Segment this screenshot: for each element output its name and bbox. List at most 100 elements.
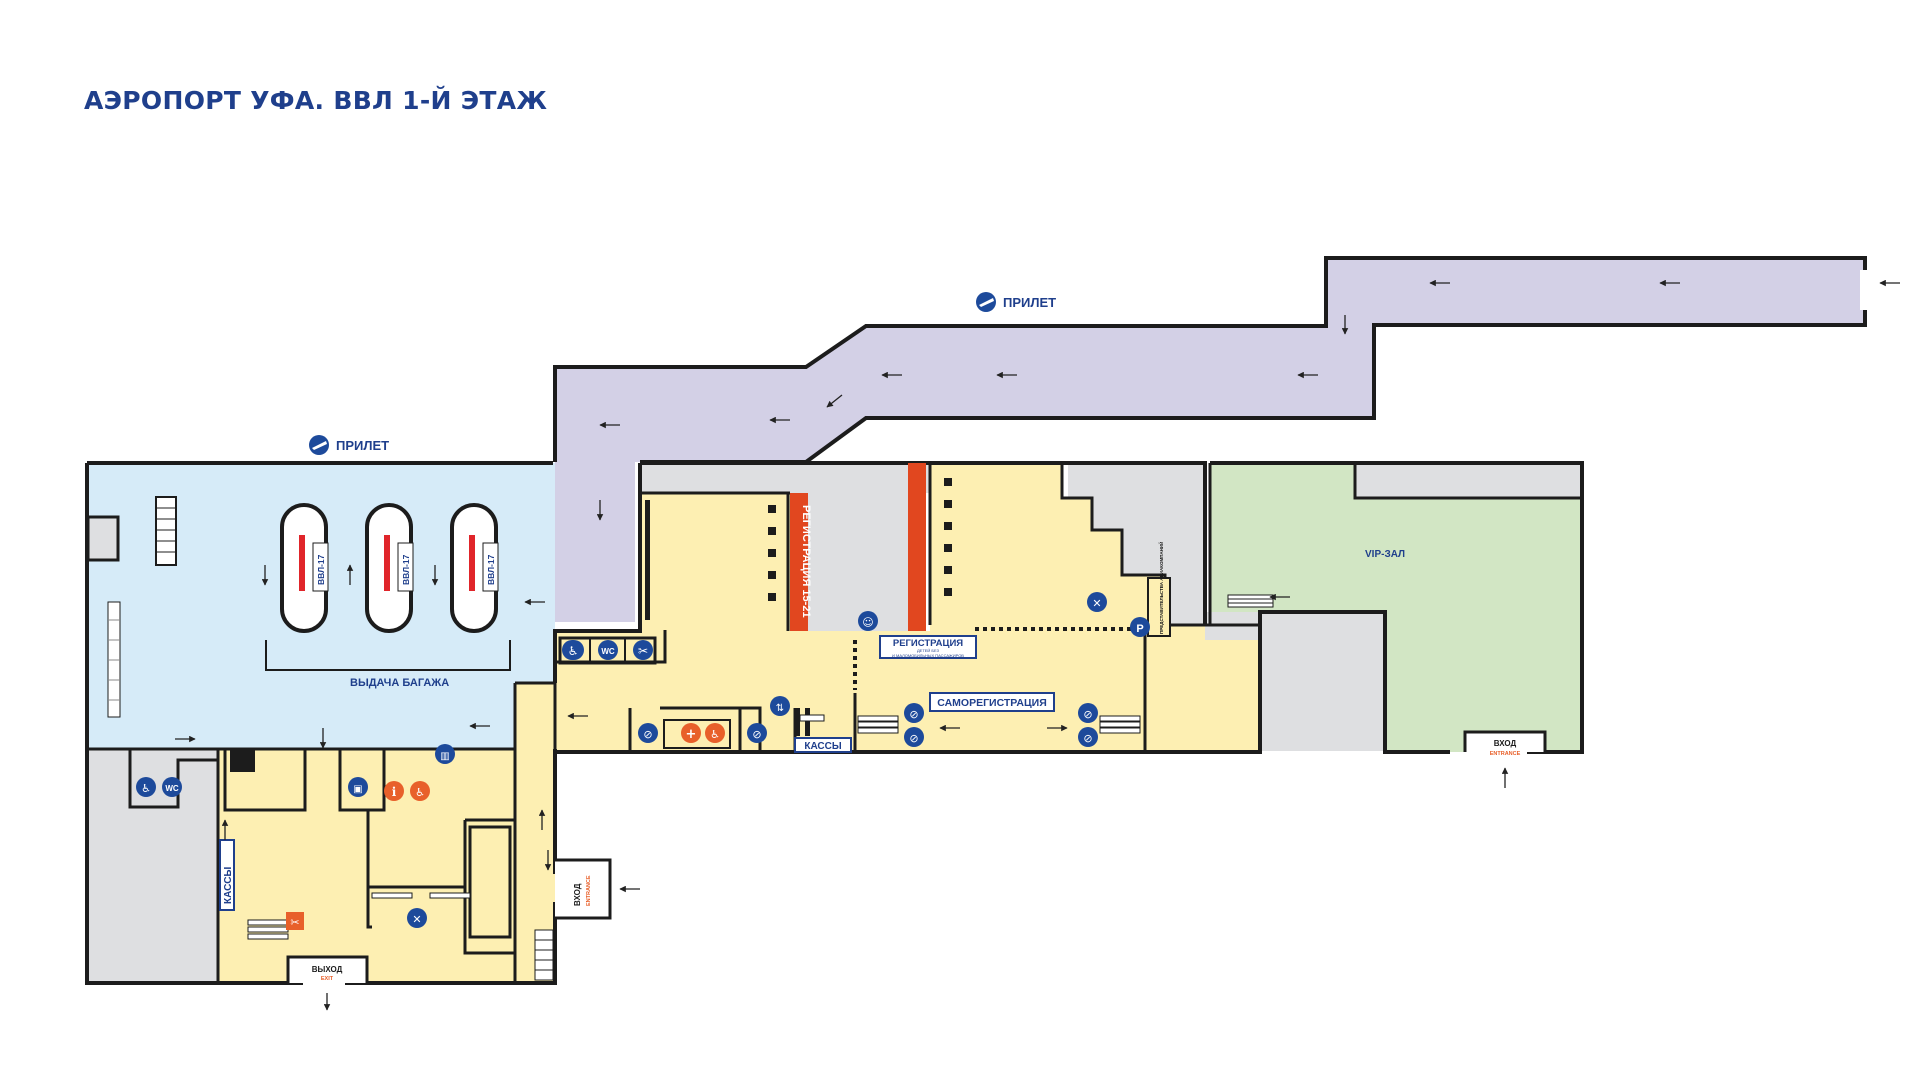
vip-stairs — [1227, 594, 1274, 608]
vip-lounge-area — [1210, 463, 1580, 752]
no-smoking-icon: ⊘ — [904, 727, 924, 747]
service-counters — [558, 636, 657, 665]
exit-en: EXIT — [321, 976, 334, 982]
wheelchair-icon: ♿ — [410, 781, 430, 801]
restaurant-icon: ✕ — [407, 908, 427, 928]
svg-text:☺: ☺ — [862, 616, 873, 629]
tickets-center-label: КАССЫ — [804, 741, 842, 752]
arrival-top-label: ПРИЛЕТ — [976, 292, 1056, 312]
self-checkin-label: САМОРЕГИСТРАЦИЯ — [937, 697, 1047, 709]
checkin-stripe-2 — [908, 463, 926, 631]
svg-text:⊘: ⊘ — [752, 728, 761, 741]
entrance-left[interactable]: ВХОД ENTRANCE — [555, 858, 612, 920]
svg-text:▣: ▣ — [353, 784, 362, 795]
exit-ru: ВЫХОД — [312, 965, 343, 974]
airline-office — [1147, 577, 1171, 637]
checkin-hall-b — [930, 463, 1205, 640]
svg-text:⊘: ⊘ — [1083, 708, 1092, 721]
no-smoking-icon: ⊘ — [904, 703, 924, 723]
stairs-steps — [156, 507, 176, 553]
exit-bottom[interactable]: ВЫХОД EXIT — [286, 955, 369, 983]
svg-text:i: i — [392, 785, 397, 799]
stairs-left — [155, 496, 177, 566]
entrance-right-en: ENTRANCE — [1490, 751, 1521, 757]
arrivals-corridor — [555, 258, 1865, 622]
ticket-desks — [795, 708, 810, 736]
tickets-left-box[interactable] — [219, 839, 235, 911]
svg-text:⊘: ⊘ — [909, 732, 918, 745]
svg-text:♿: ♿ — [415, 786, 425, 799]
registration-box[interactable] — [879, 635, 977, 659]
carousel-label-3: ВВЛ-17 — [486, 554, 496, 585]
checkin-desks — [645, 478, 952, 620]
dark-block — [230, 750, 255, 772]
entrance-right-ru: ВХОД — [1494, 739, 1517, 748]
svg-text:ПРИЛЕТ: ПРИЛЕТ — [336, 438, 389, 453]
svg-text:♿: ♿ — [141, 782, 151, 795]
svg-text:+: + — [686, 727, 697, 742]
corridor-end-door — [1860, 270, 1870, 310]
baby-care-icon: ☺ — [858, 611, 878, 631]
baggage-claim-bracket — [265, 640, 511, 671]
no-smoking-icon: ⊘ — [1078, 727, 1098, 747]
hair-salon-icon: ✂ — [633, 640, 653, 660]
tickets-left-label: КАССЫ — [223, 866, 234, 904]
checkin-hall-a — [640, 493, 790, 631]
inner-walls — [87, 463, 1580, 983]
airline-office-label: ПРЕДСТАВИТЕЛЬСТВА АВИАКОМПАНИЙ — [1157, 542, 1164, 634]
no-smoking-icon: ⊘ — [638, 723, 658, 743]
atm-icon: ▣ — [348, 777, 368, 797]
no-smoking-icon: ⊘ — [1078, 703, 1098, 723]
luggage-storage-icon: ▥ — [435, 744, 455, 764]
service-room-vip-top — [1355, 463, 1580, 498]
svg-text:P: P — [1136, 623, 1143, 635]
svg-text:✂: ✂ — [638, 644, 648, 658]
page-title: АЭРОПОРТ УФА. ВВЛ 1-Й ЭТАЖ — [84, 86, 548, 115]
svg-text:WC: WC — [601, 647, 615, 656]
arrival-left-label: ПРИЛЕТ — [309, 435, 389, 455]
stairs-exit — [534, 929, 554, 981]
registration-sub2: И МАЛОМОБИЛЬНЫХ ПАССАЖИРОВ — [892, 653, 964, 658]
service-room-checkin — [790, 493, 910, 631]
svg-text:♿: ♿ — [710, 728, 720, 741]
entrance-left-en: ENTRANCE — [586, 875, 592, 906]
wheelchair-icon: ♿ — [705, 723, 725, 743]
tickets-center-box[interactable] — [794, 737, 852, 753]
svg-text:ПРИЛЕТ: ПРИЛЕТ — [1003, 295, 1056, 310]
svg-text:✕: ✕ — [1092, 597, 1101, 610]
checkin-label: РЕГИСТРАЦИЯ 15-21 — [800, 505, 812, 618]
self-checkin-kiosks — [857, 715, 1141, 734]
svg-text:⊘: ⊘ — [909, 708, 918, 721]
entrance-right[interactable]: ВХОД ENTRANCE — [1463, 730, 1547, 757]
info-icon: i — [384, 781, 404, 801]
svg-text:✂: ✂ — [290, 916, 299, 929]
entrance-left-ru: ВХОД — [573, 883, 582, 906]
baggage-carousels: ВВЛ-17 ВВЛ-17 ВВЛ-17 — [280, 503, 499, 633]
svg-text:✕: ✕ — [412, 913, 421, 926]
svg-text:WC: WC — [165, 784, 179, 793]
parking-icon: P — [1130, 617, 1150, 637]
flow-arrows — [175, 279, 1900, 1011]
svg-text:⊘: ⊘ — [1083, 732, 1092, 745]
first-aid-icon: + — [663, 719, 731, 749]
svg-text:⊘: ⊘ — [643, 728, 652, 741]
svg-text:♿: ♿ — [568, 644, 579, 658]
elevator-icon: ⇅ — [770, 696, 790, 716]
column-left — [86, 515, 120, 562]
wc-icon: WC — [598, 640, 618, 660]
baggage-claim-label: ВЫДАЧА БАГАЖА — [350, 677, 449, 689]
registration-sub1: ДЕТЕЙ БЕЗ — [917, 648, 940, 653]
baggage-wrap-icon: ✂ — [286, 912, 304, 930]
wheelchair-icon: ♿ — [136, 777, 156, 797]
carousel-label-2: ВВЛ-17 — [401, 554, 411, 585]
arrivals-corridor-lower — [555, 462, 635, 622]
self-checkin-box[interactable] — [929, 692, 1055, 712]
wc-icon: WC — [162, 777, 182, 797]
shop-counter — [468, 825, 512, 939]
no-smoking-icon: ⊘ — [747, 723, 767, 743]
svg-text:▥: ▥ — [440, 751, 449, 762]
checkin-stripe-1 — [790, 493, 808, 631]
vip-label: VIP-ЗАЛ — [1365, 549, 1405, 560]
walls — [85, 256, 1867, 985]
